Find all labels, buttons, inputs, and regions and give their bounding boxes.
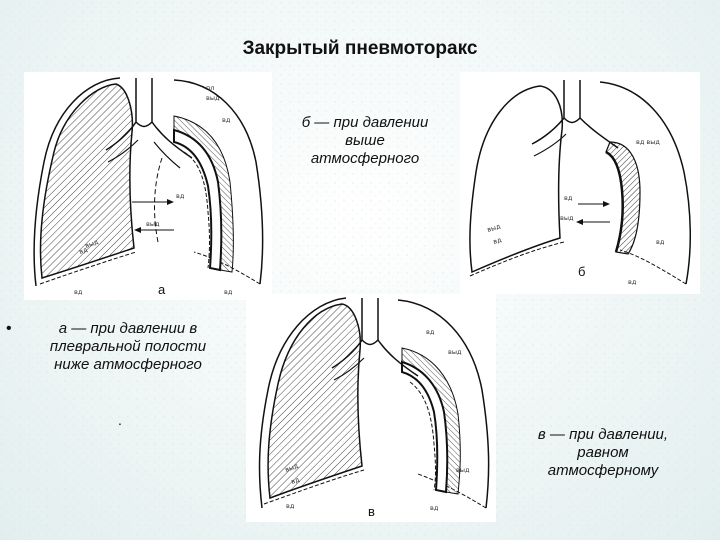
- label-vyd: выд: [448, 348, 462, 356]
- label-vd: вд: [426, 328, 435, 336]
- panel-letter-a: а: [158, 282, 166, 297]
- label-vd: вд: [628, 278, 637, 286]
- label-vd: вд: [430, 504, 439, 512]
- label-vyd: выд: [146, 220, 160, 228]
- left-lung: [39, 83, 135, 279]
- caption-a: а — при давлении в плевральной полости н…: [49, 320, 207, 373]
- label-vd-vyd: вд выд: [636, 138, 660, 146]
- label-vd: вд: [492, 236, 503, 246]
- label-vd: вд: [74, 288, 83, 296]
- label-vd: вд: [656, 238, 665, 246]
- diagram-panel-c: вд выд выд вд вд вд выд в: [246, 294, 496, 522]
- diagram-panel-a: пл выд вд вд выд вд выд вд вд а: [24, 72, 272, 300]
- label-vd: вд: [224, 288, 233, 296]
- slide-title: Закрытый пневмоторакс: [242, 38, 478, 59]
- label-vyd: выд: [560, 214, 574, 222]
- label-vyd: выд: [486, 222, 502, 234]
- caption-c: в — при давлении, равном атмосферному: [537, 426, 669, 479]
- label-vd: вд: [78, 245, 89, 256]
- bullet-marker: •: [6, 320, 12, 337]
- panel-letter-b: б: [578, 264, 585, 279]
- label-vd: вд: [222, 116, 231, 124]
- label-pl: пл: [206, 84, 214, 92]
- label-vd: вд: [564, 194, 573, 202]
- label-vyd: выд: [206, 94, 220, 102]
- caption-b: б — при давлении выше атмосферного: [301, 114, 429, 167]
- stray-dot: .: [118, 412, 122, 428]
- label-vd: вд: [176, 192, 185, 200]
- label-vyd: выд: [456, 466, 470, 474]
- label-vd: вд: [290, 475, 301, 486]
- label-vd: вд: [286, 502, 295, 510]
- panel-letter-c: в: [368, 504, 375, 519]
- diagram-panel-b: вд выд вд выд выд вд вд вд б: [460, 72, 700, 294]
